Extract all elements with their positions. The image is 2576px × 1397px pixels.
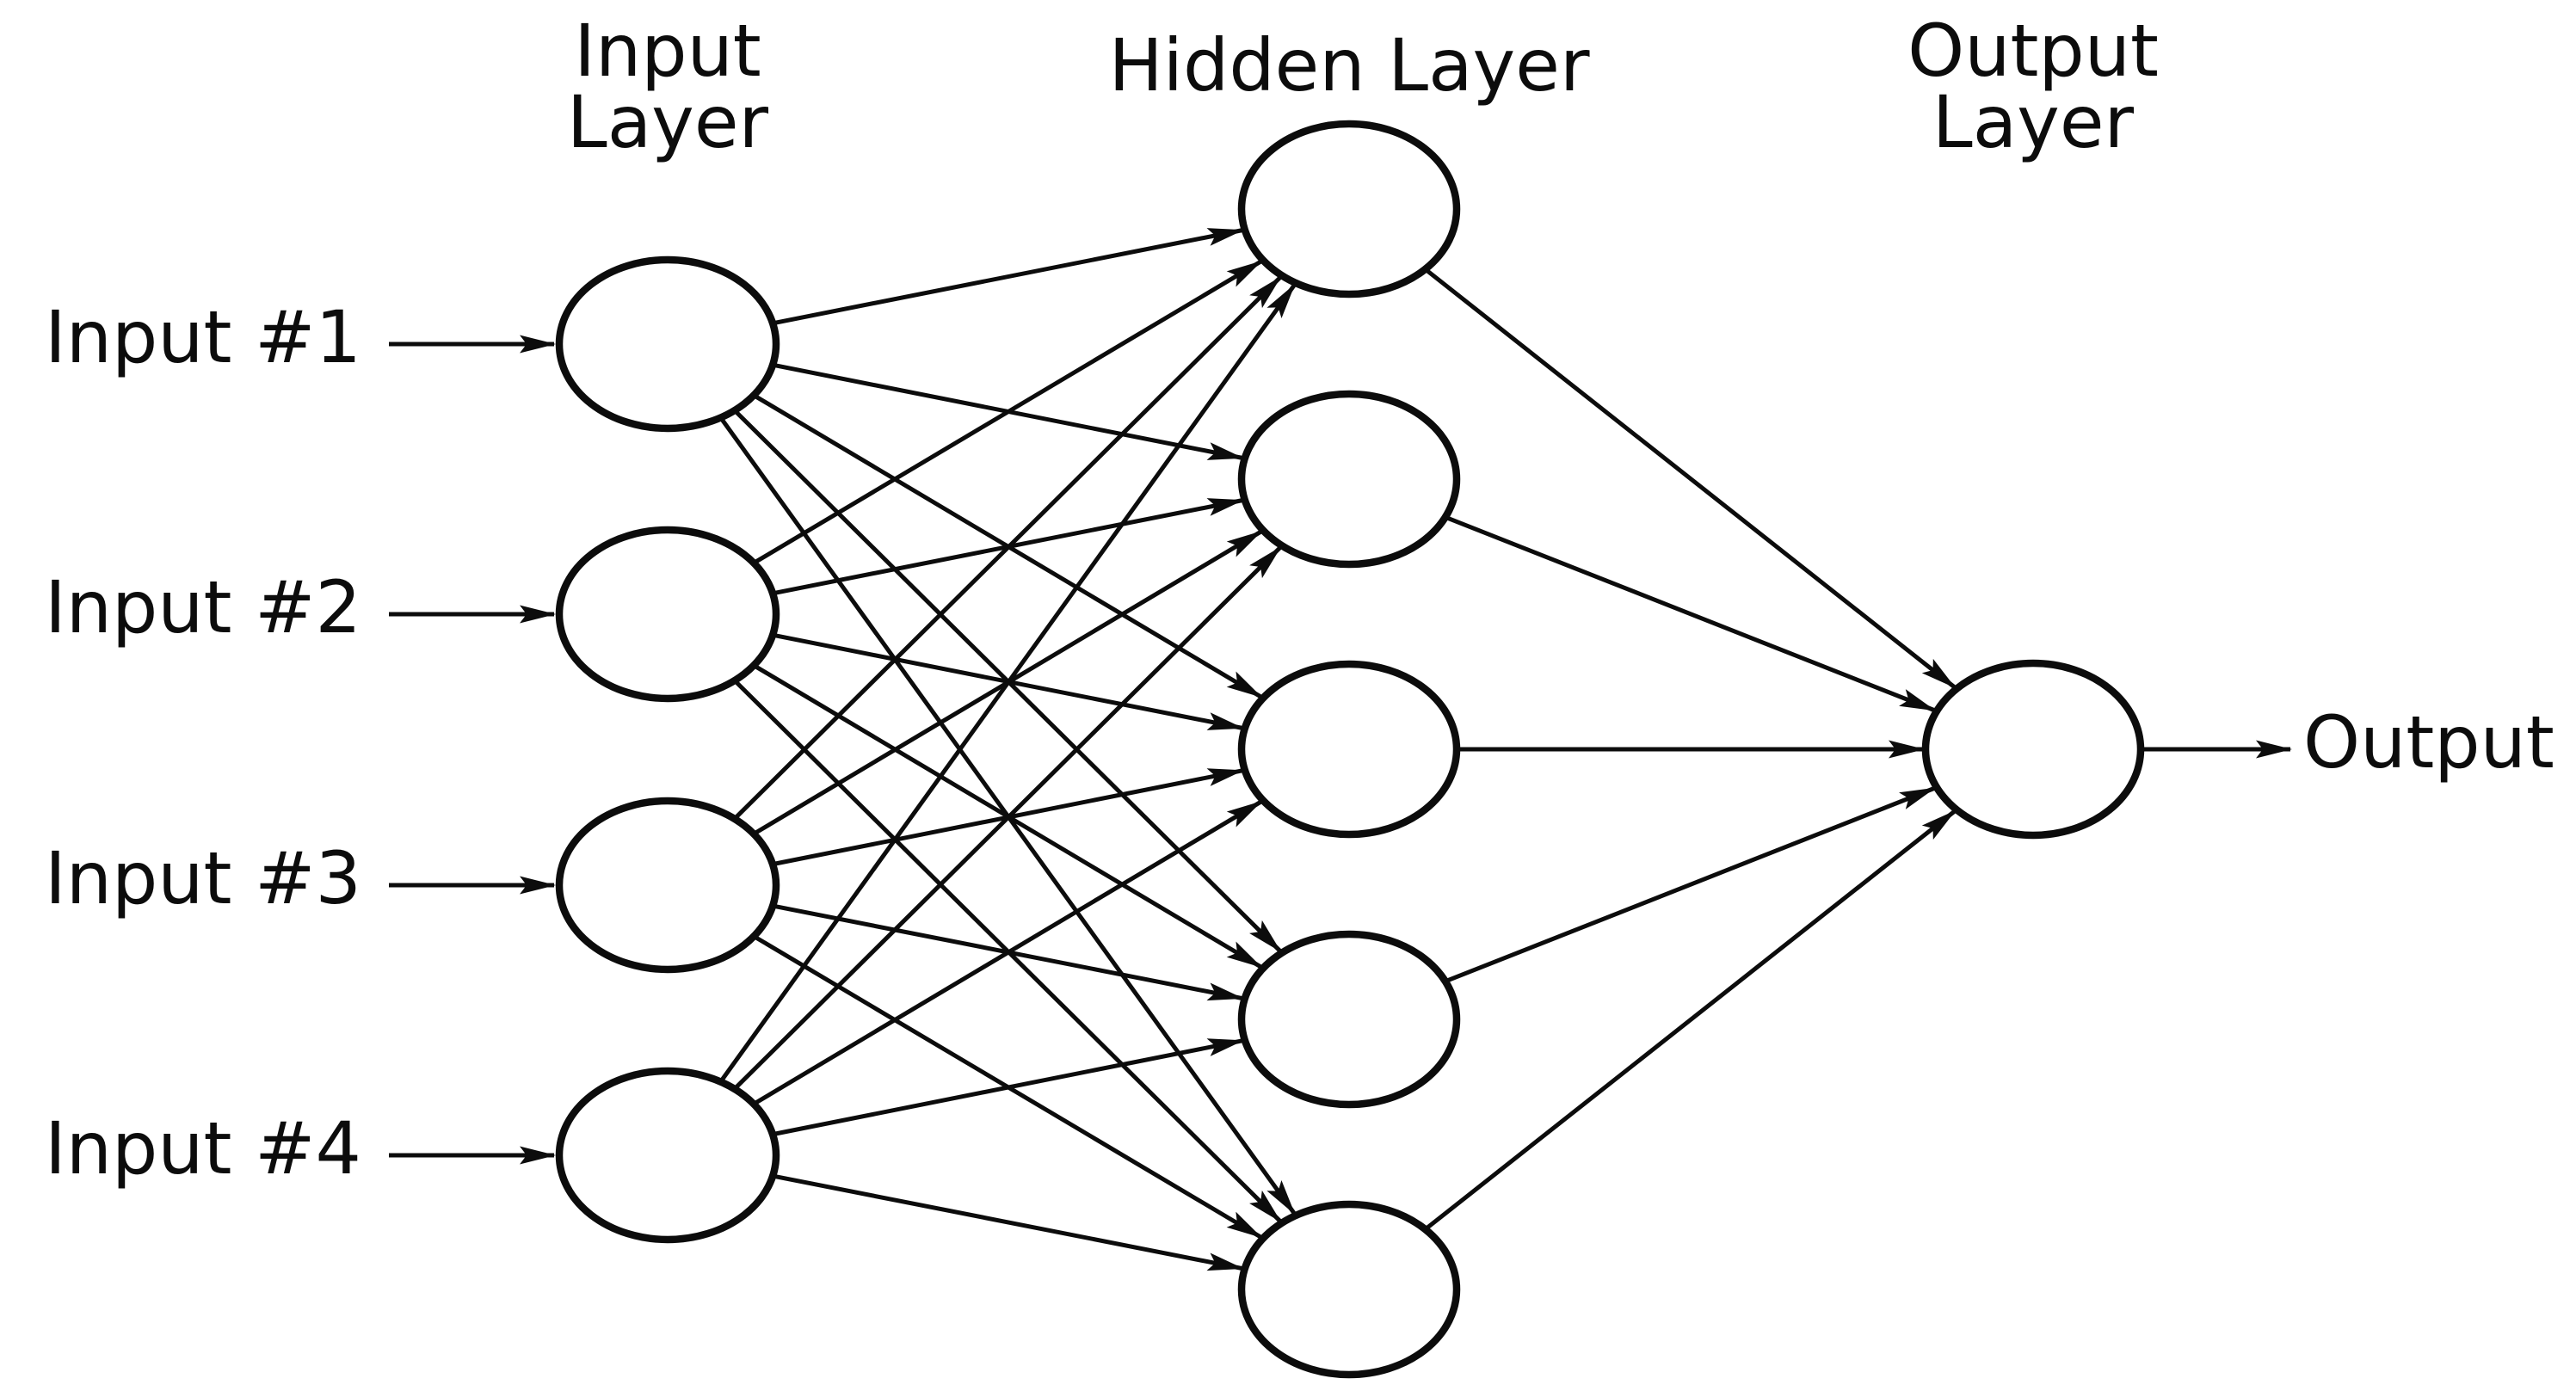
edge-hidden4-to-output1 (1445, 786, 1936, 983)
input-label-4: Input #4 (45, 1106, 361, 1191)
edge-input4-to-hidden2 (734, 545, 1282, 1090)
edge-hidden2-to-output1 (1445, 515, 1936, 712)
hidden-node-3 (1237, 660, 1461, 839)
edge-input3-to-hidden1 (734, 275, 1282, 820)
input-node-3 (555, 797, 780, 974)
output-label: Output (2303, 700, 2554, 785)
output-layer-title-line-1: Output (1907, 9, 2159, 93)
hidden-node-1 (1237, 120, 1461, 298)
edge-input4-to-hidden4 (773, 1038, 1244, 1136)
hidden-layer-title-line-1: Hidden Layer (1109, 23, 1590, 108)
input-node-1 (555, 255, 780, 433)
edge-hidden5-to-output1 (1425, 809, 1957, 1230)
input-layer-title-line-1: Input (574, 9, 761, 93)
hidden-node-5 (1237, 1200, 1461, 1379)
edge-input4-to-hidden3 (754, 799, 1263, 1105)
input-node-2 (555, 526, 780, 703)
edge-hidden1-to-output1 (1425, 268, 1957, 689)
input-node-4 (555, 1067, 780, 1244)
hidden-node-2 (1237, 390, 1461, 569)
input-label-1: Input #1 (45, 295, 361, 379)
edge-input4-to-hidden5 (773, 1173, 1244, 1271)
edge-input1-to-hidden1 (773, 228, 1244, 325)
io-arrows (389, 335, 2292, 1165)
edge-input4-to-hidden1 (719, 283, 1297, 1082)
edge-input2-to-hidden1 (754, 259, 1263, 564)
hidden-node-4 (1237, 930, 1461, 1109)
input-label-3: Input #3 (45, 836, 361, 920)
output-node-1 (1921, 659, 2145, 840)
neuron-nodes (555, 120, 2145, 1379)
diagram-labels: Input #1 Input #2 Input #3 Input #4 Output In… (45, 9, 2554, 1191)
input-layer-title-line-2: Layer (567, 80, 769, 164)
output-layer-title-line-2: Layer (1932, 80, 2135, 164)
input-label-2: Input #2 (45, 565, 361, 649)
connection-edges (719, 228, 1957, 1271)
